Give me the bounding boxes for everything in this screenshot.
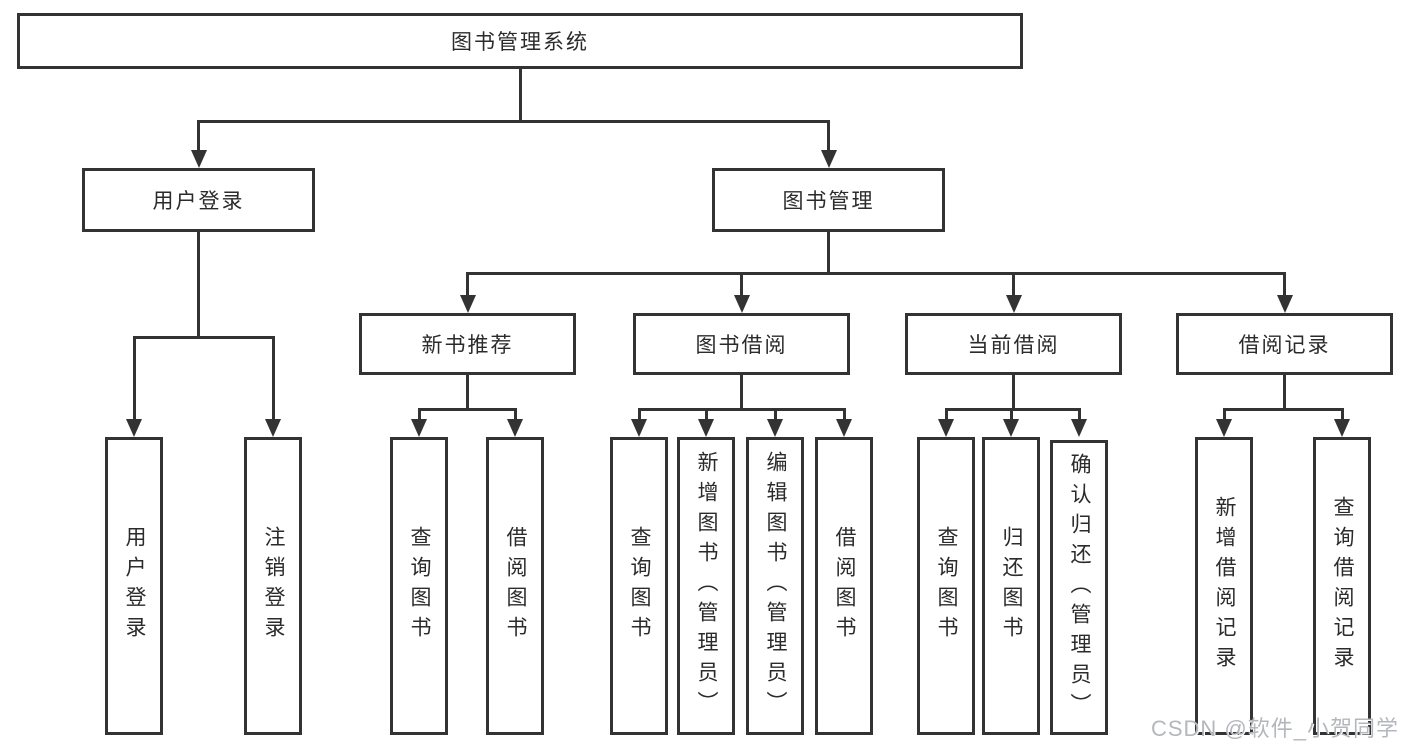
node-borrowing-records-label: 借阅记录 [1238, 334, 1331, 357]
leaf-bb-add-books-admin: 新增图书（管理员） [677, 437, 735, 735]
node-user-login: 用户登录 [82, 168, 315, 232]
arrowhead-bb-edit [767, 419, 783, 437]
leaf-br-query-record-label: 查询借阅记录 [1331, 496, 1354, 676]
leaf-nbr-query-books: 查询图书 [390, 437, 448, 735]
connector-drop-nbr-query [417, 408, 421, 419]
connector-borrowing-records-stem [1283, 375, 1286, 408]
connector-drop-bb-query [637, 408, 641, 419]
leaf-nbr-query-books-label: 查询图书 [408, 526, 431, 646]
arrowhead-borrowing-records [1276, 295, 1293, 313]
connector-drop-new-book-recommend [466, 272, 469, 295]
leaf-cb-return-books: 归还图书 [982, 437, 1040, 735]
connector-new-book-recommend-stem [466, 375, 469, 408]
leaf-bb-query-books: 查询图书 [610, 437, 668, 735]
leaf-user-login-label: 用户登录 [123, 526, 146, 646]
arrowhead-nbr-query [411, 419, 427, 437]
leaf-user-login: 用户登录 [105, 437, 163, 735]
arrowhead-book-management [820, 150, 837, 168]
connector-root-crossbar [197, 120, 830, 123]
leaf-cb-query-books-label: 查询图书 [935, 526, 958, 646]
arrowhead-cb-query [938, 419, 954, 437]
connector-drop-user-login [197, 120, 200, 150]
node-new-book-recommend-label: 新书推荐 [421, 334, 514, 357]
connector-drop-book-borrowing [740, 272, 743, 295]
csdn-watermark: CSDN @软件_小贺同学 [1150, 716, 1399, 741]
node-current-borrowing: 当前借阅 [905, 313, 1122, 375]
leaf-nbr-borrow-books-label: 借阅图书 [504, 526, 527, 646]
leaf-br-query-record: 查询借阅记录 [1313, 437, 1371, 735]
leaf-bb-borrow-books-label: 借阅图书 [833, 526, 856, 646]
connector-drop-book-management [827, 120, 830, 150]
arrowhead-new-book-recommend [459, 295, 476, 313]
arrowhead-leaf-logout [265, 419, 281, 437]
leaf-logout: 注销登录 [244, 437, 302, 735]
leaf-br-add-record-label: 新增借阅记录 [1213, 496, 1236, 676]
connector-book-borrowing-stem [740, 375, 743, 408]
connector-drop-cb-return [1009, 408, 1013, 419]
arrowhead-br-query [1334, 419, 1350, 437]
connector-borrowing-records-crossbar [1222, 408, 1344, 411]
leaf-cb-return-books-label: 归还图书 [1000, 526, 1023, 646]
connector-drop-leaf-login [132, 336, 136, 419]
connector-user-login-stem [197, 232, 200, 336]
connector-drop-bb-borrow [842, 408, 846, 419]
leaf-bb-edit-books-admin: 编辑图书（管理员） [746, 437, 804, 735]
leaf-cb-query-books: 查询图书 [917, 437, 975, 735]
arrowhead-cb-return [1003, 419, 1019, 437]
connector-root-stem [518, 69, 522, 120]
connector-drop-cb-confirm [1077, 408, 1081, 419]
connector-book-management-crossbar [466, 272, 1286, 275]
connector-drop-leaf-logout [271, 336, 275, 419]
arrowhead-book-borrowing [733, 295, 750, 313]
arrowhead-bb-borrow [836, 419, 852, 437]
connector-current-borrowing-stem [1012, 375, 1015, 408]
arrowhead-current-borrowing [1005, 295, 1022, 313]
connector-drop-nbr-borrow [513, 408, 517, 419]
arrowhead-bb-query [631, 419, 647, 437]
leaf-bb-edit-books-admin-label: 编辑图书（管理员） [764, 451, 787, 721]
connector-current-borrowing-crossbar [944, 408, 1081, 411]
arrowhead-bb-add [698, 419, 714, 437]
leaf-nbr-borrow-books: 借阅图书 [486, 437, 544, 735]
connector-drop-bb-add [704, 408, 708, 419]
connector-book-management-stem [827, 232, 830, 272]
connector-drop-borrowing-records [1283, 272, 1286, 295]
connector-drop-br-add [1222, 408, 1226, 419]
arrowhead-cb-confirm [1071, 419, 1087, 437]
leaf-bb-borrow-books: 借阅图书 [815, 437, 873, 735]
node-book-borrowing-label: 图书借阅 [695, 334, 788, 357]
node-current-borrowing-label: 当前借阅 [967, 334, 1060, 357]
connector-drop-current-borrowing [1012, 272, 1015, 295]
arrowhead-leaf-login [126, 419, 142, 437]
node-borrowing-records: 借阅记录 [1176, 313, 1393, 375]
node-book-borrowing: 图书借阅 [633, 313, 850, 375]
leaf-logout-label: 注销登录 [262, 526, 285, 646]
leaf-cb-confirm-return-admin: 确认归还（管理员） [1050, 440, 1108, 735]
arrowhead-br-add [1216, 419, 1232, 437]
root-node-library-management-system: 图书管理系统 [17, 13, 1023, 69]
leaf-bb-add-books-admin-label: 新增图书（管理员） [695, 451, 718, 721]
connector-book-borrowing-crossbar [637, 408, 846, 411]
arrowhead-user-login [190, 150, 207, 168]
arrowhead-nbr-borrow [507, 419, 523, 437]
leaf-bb-query-books-label: 查询图书 [628, 526, 651, 646]
connector-new-book-recommend-crossbar [417, 408, 517, 411]
connector-drop-br-query [1340, 408, 1344, 419]
node-book-management: 图书管理 [712, 168, 945, 232]
leaf-br-add-record: 新增借阅记录 [1195, 437, 1253, 735]
connector-drop-cb-query [944, 408, 948, 419]
connector-user-login-crossbar [132, 336, 275, 339]
node-user-login-label: 用户登录 [152, 190, 245, 213]
root-node-label: 图书管理系统 [451, 31, 589, 54]
leaf-cb-confirm-return-admin-label: 确认归还（管理员） [1068, 452, 1091, 723]
node-book-management-label: 图书管理 [782, 190, 875, 213]
node-new-book-recommend: 新书推荐 [359, 313, 576, 375]
connector-drop-bb-edit [773, 408, 777, 419]
